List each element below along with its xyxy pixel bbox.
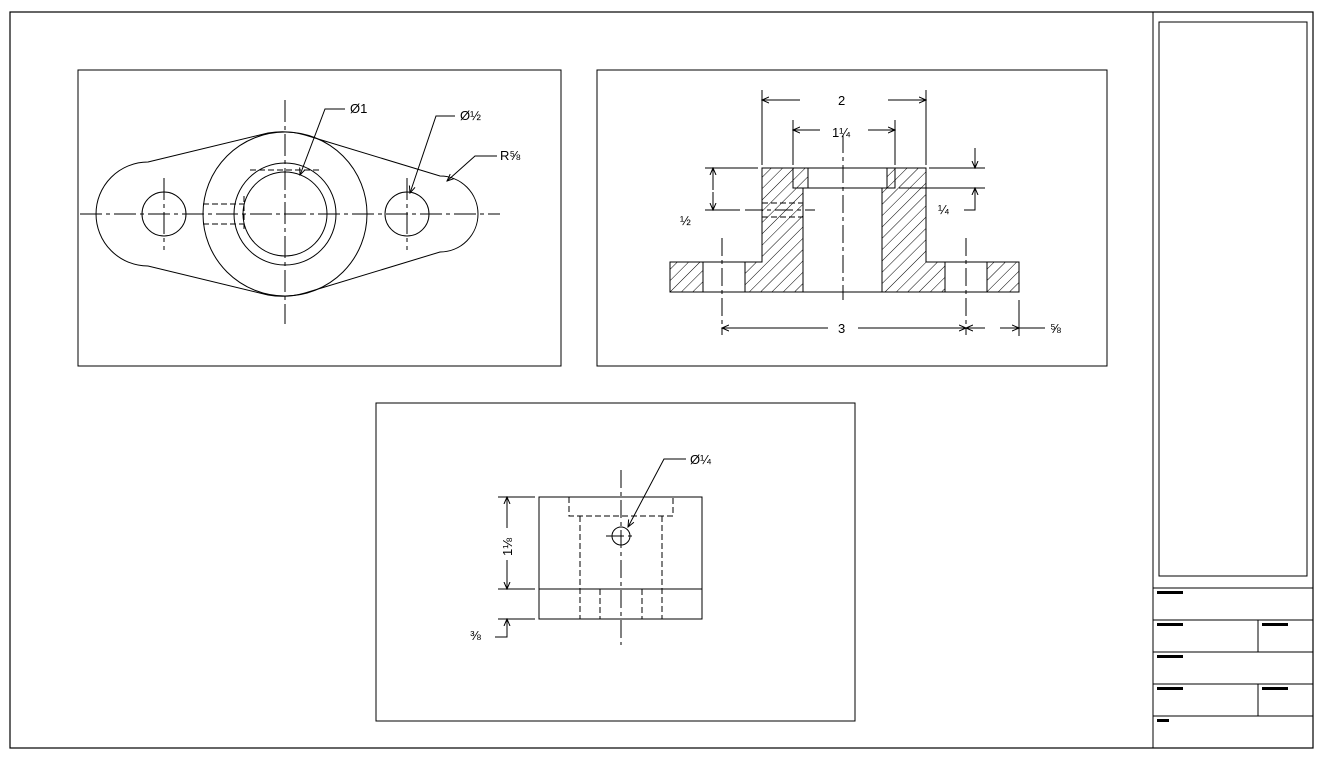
- overall-boss-width-label: 2: [838, 93, 845, 108]
- bolt-hole-leader: [410, 115, 455, 193]
- boss-height-label: 1⅛: [500, 538, 515, 556]
- center-bore-label: Ø1: [350, 101, 367, 116]
- section-right-flange-end: [986, 261, 1020, 293]
- counterbore-outline: [792, 168, 896, 189]
- section-right-body: [881, 167, 946, 293]
- section-view-frame: [596, 69, 1108, 367]
- section-left-flange-end: [669, 261, 704, 293]
- top-view: Ø1 Ø½ R⅝: [77, 69, 562, 367]
- flange-radius-leader: [447, 155, 497, 181]
- bolt-hole-spacing-label: 3: [838, 321, 845, 336]
- sheet-border: [9, 11, 1314, 749]
- flange-thickness-label: ⅜: [470, 628, 481, 643]
- flange-end-label: ⅝: [1050, 321, 1061, 336]
- flange-radius-label: R⅝: [500, 148, 520, 163]
- section-left-body: [744, 167, 809, 293]
- front-view: Ø¼ 1⅛ ⅜: [375, 402, 856, 722]
- pin-hole-label: Ø¼: [690, 452, 711, 467]
- title-block-field-marks: [1157, 591, 1288, 722]
- title-block: [1152, 12, 1313, 748]
- section-view: 2 1¼ ¼ ½ 3 ⅝: [596, 69, 1108, 367]
- flange-outline-front: [538, 588, 703, 620]
- title-block-notes-area: [1158, 21, 1308, 577]
- bolt-hole-height-label: ½: [680, 213, 691, 228]
- center-bore-leader: [300, 108, 345, 175]
- top-view-frame: [77, 69, 562, 367]
- section-outline: [669, 167, 1020, 293]
- bolt-hole-label: Ø½: [460, 108, 481, 123]
- counterbore-width-label: 1¼: [832, 125, 850, 140]
- front-view-frame: [375, 402, 856, 722]
- counterbore-depth-label: ¼: [938, 202, 949, 217]
